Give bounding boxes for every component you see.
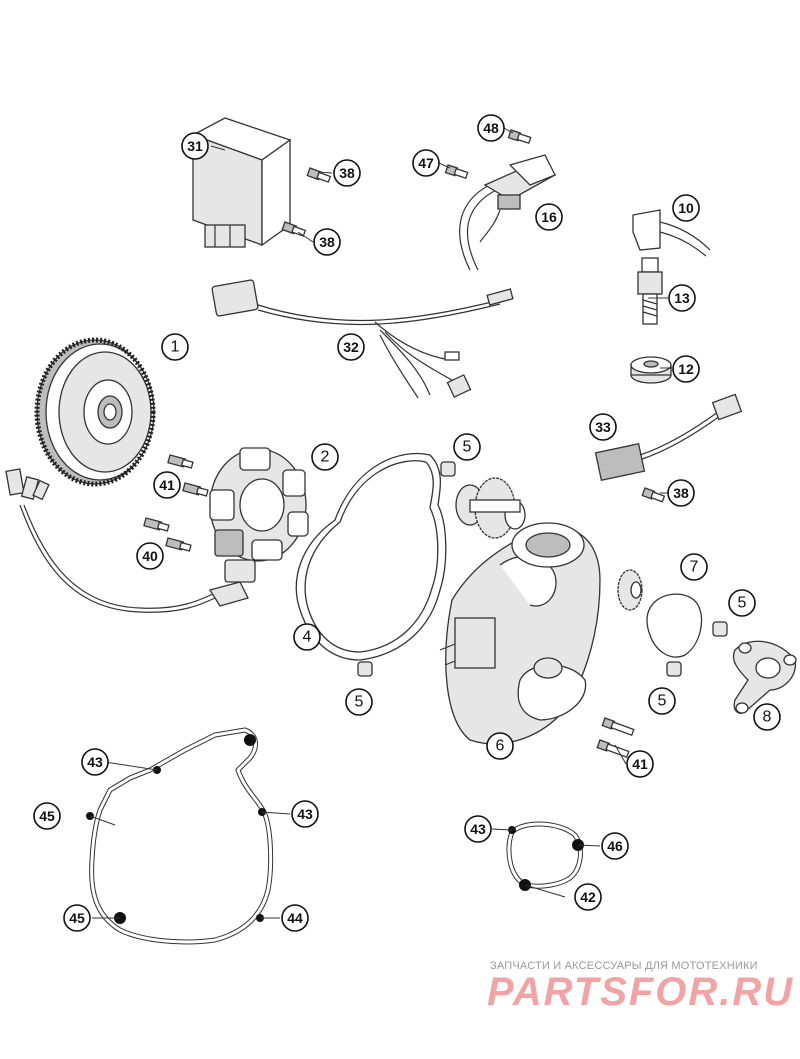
svg-text:5: 5	[463, 439, 472, 456]
callout-46: 46	[601, 832, 629, 860]
callout-43-right: 43	[291, 800, 319, 828]
svg-text:31: 31	[187, 138, 203, 154]
svg-text:16: 16	[541, 209, 557, 225]
callout-5-right-top: 5	[728, 589, 756, 617]
callout-12: 12	[672, 355, 700, 383]
callout-33: 33	[589, 413, 617, 441]
voltage-regulator	[594, 393, 743, 503]
callout-7: 7	[680, 553, 708, 581]
svg-text:46: 46	[607, 838, 623, 854]
svg-text:38: 38	[339, 165, 355, 181]
callout-10: 10	[672, 194, 700, 222]
svg-text:38: 38	[319, 234, 335, 250]
svg-text:32: 32	[343, 339, 359, 355]
cover-bolts	[596, 717, 635, 759]
ignition-coil	[459, 154, 557, 271]
stator-bolts	[143, 454, 209, 552]
callout-5-top: 5	[453, 433, 481, 461]
idler-gear	[455, 477, 526, 539]
spark-plug-cap	[632, 209, 711, 257]
small-cover	[732, 640, 797, 714]
svg-text:41: 41	[159, 477, 175, 493]
stator-cable	[5, 468, 249, 613]
svg-text:44: 44	[287, 910, 303, 926]
ignition-cover	[439, 522, 601, 745]
callout-4: 4	[293, 623, 321, 651]
svg-text:48: 48	[483, 120, 499, 136]
callout-44: 44	[281, 904, 309, 932]
spark-plug	[637, 257, 663, 325]
svg-text:2: 2	[321, 449, 330, 466]
svg-text:38: 38	[673, 485, 689, 501]
watermark-subtitle: ЗАПЧАСТИ И АКСЕССУАРЫ ДЛЯ МОТОТЕХНИКИ	[490, 960, 758, 972]
callout-38-top: 38	[333, 159, 361, 187]
svg-text:43: 43	[470, 821, 486, 837]
svg-text:6: 6	[496, 738, 505, 755]
flywheel	[34, 337, 156, 487]
callout-1: 1	[161, 333, 189, 361]
ignition-cover-gasket	[295, 452, 447, 661]
svg-text:43: 43	[87, 754, 103, 770]
svg-text:5: 5	[355, 694, 364, 711]
small-gear	[617, 569, 643, 611]
callout-42: 42	[574, 883, 602, 911]
svg-text:4: 4	[303, 629, 312, 646]
callout-43-small: 43	[464, 815, 492, 843]
callout-41-stator: 41	[153, 471, 181, 499]
callout-6: 6	[486, 732, 514, 760]
ecu-bolts	[281, 167, 332, 237]
svg-text:45: 45	[69, 910, 85, 926]
callout-48: 48	[477, 114, 505, 142]
callout-2: 2	[311, 443, 339, 471]
callout-5-bottom: 5	[345, 688, 373, 716]
svg-text:40: 40	[142, 548, 158, 564]
callout-32: 32	[337, 333, 365, 361]
svg-text:1: 1	[171, 339, 180, 356]
svg-text:45: 45	[39, 808, 55, 824]
svg-text:7: 7	[690, 559, 699, 576]
watermark-logo: PARTSFOR.RU	[487, 970, 795, 1014]
stator	[209, 447, 309, 583]
svg-text:47: 47	[418, 155, 434, 171]
svg-text:41: 41	[632, 756, 648, 772]
ignition-control-unit	[191, 117, 292, 248]
svg-text:43: 43	[297, 806, 313, 822]
svg-text:8: 8	[763, 709, 772, 726]
callout-8: 8	[753, 703, 781, 731]
callout-31: 31	[181, 132, 209, 160]
leader-lines	[89, 127, 672, 919]
svg-text:5: 5	[658, 693, 667, 710]
callout-45-top: 45	[33, 802, 61, 830]
plug-seal	[630, 356, 672, 384]
svg-text:42: 42	[580, 889, 596, 905]
svg-text:12: 12	[678, 361, 694, 377]
svg-text:10: 10	[678, 200, 694, 216]
small-cover-gasket	[646, 593, 703, 658]
callout-45-bottom: 45	[63, 904, 91, 932]
callout-38-mid: 38	[313, 228, 341, 256]
svg-text:5: 5	[738, 595, 747, 612]
svg-text:13: 13	[674, 290, 690, 306]
callout-13: 13	[668, 284, 696, 312]
callout-5-right-bottom: 5	[648, 687, 676, 715]
wiring-harness	[211, 279, 514, 399]
dowel-pins	[357, 461, 728, 677]
callout-47: 47	[412, 149, 440, 177]
cover-sealant-outline	[86, 727, 274, 945]
callout-41-cover: 41	[626, 750, 654, 778]
callout-16: 16	[535, 203, 563, 231]
svg-text:33: 33	[595, 419, 611, 435]
callout-38-regulator: 38	[667, 479, 695, 507]
callout-43-left: 43	[81, 748, 109, 776]
small-sealant-outline	[506, 821, 584, 891]
callout-40: 40	[136, 542, 164, 570]
